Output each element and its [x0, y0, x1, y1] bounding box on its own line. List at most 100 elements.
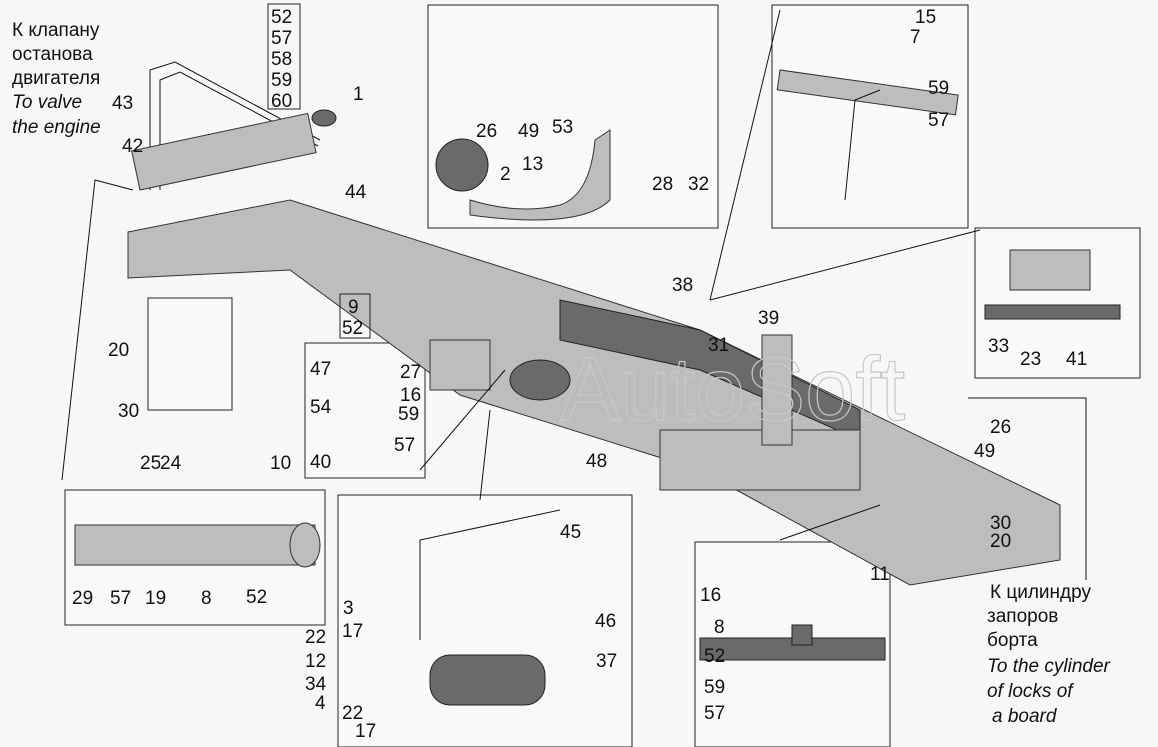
callout: 40 — [310, 452, 331, 473]
callout: 16 — [700, 585, 721, 606]
callout: 43 — [112, 93, 133, 114]
inset-cylinder-pipe — [984, 304, 1121, 320]
pipe-engine-valve-2 — [159, 71, 319, 190]
air-cylinder — [761, 334, 793, 446]
callout: 34 — [305, 674, 327, 695]
inset-clamp — [791, 624, 813, 646]
callout: 7 — [910, 27, 921, 48]
caption-line: К цилиндру — [990, 582, 1091, 603]
callout: 22 — [342, 703, 363, 724]
leader-mid-inset — [419, 369, 506, 471]
boxed-ref: 59 — [271, 70, 292, 91]
frame-right-bracket — [968, 397, 1087, 580]
callout: 8 — [201, 588, 212, 609]
callout: 33 — [988, 336, 1009, 357]
inset-pipe-body — [74, 524, 316, 566]
inset-valve-body — [429, 654, 546, 706]
inset-pipe-bend — [844, 89, 881, 201]
callout: 27 — [400, 362, 421, 383]
callout: 31 — [708, 335, 729, 356]
callout: 59 — [928, 78, 949, 99]
callout: 17 — [342, 621, 363, 642]
callout: 52 — [246, 587, 267, 608]
callout: 28 — [652, 174, 673, 195]
callout: 46 — [595, 611, 616, 632]
boxed-ref: 52 — [271, 7, 292, 28]
callout: 49 — [974, 441, 995, 462]
callout: 2 — [500, 164, 511, 185]
valve-knob — [311, 109, 337, 127]
callout: 8 — [714, 617, 725, 638]
inset-pipe-end — [289, 522, 321, 568]
callout: 38 — [672, 275, 693, 296]
inset-drum — [435, 138, 489, 192]
caption-line: To the cylinder — [987, 656, 1111, 677]
caption-line: a board — [992, 706, 1058, 727]
inset-hose-shape — [469, 129, 611, 221]
callout: 29 — [72, 588, 93, 609]
callouts: 1 43 42 44 26 49 53 2 13 28 32 15 7 59 5… — [72, 7, 1087, 742]
leader-valve-inset — [479, 409, 491, 501]
callout: 44 — [345, 182, 367, 203]
caption-line: of locks of — [987, 681, 1074, 702]
pipe-engine-valve — [149, 61, 321, 190]
callout: 11 — [870, 564, 890, 585]
callout: 47 — [310, 359, 331, 380]
callout: 57 — [928, 110, 949, 131]
callout: 20 — [990, 531, 1011, 552]
cross-member-rear — [659, 429, 861, 491]
callout: 53 — [552, 117, 573, 138]
inset-valve-pipe — [419, 509, 561, 640]
brake-valve-main — [509, 359, 571, 401]
callout: 26 — [476, 121, 497, 142]
inset-brake-valve — [427, 4, 719, 229]
callout: 30 — [990, 513, 1011, 534]
caption-line: останова — [12, 44, 93, 65]
watermark: AutoSoft — [560, 340, 905, 440]
callout: 57 — [704, 703, 725, 724]
callout: 17 — [355, 721, 376, 742]
callout: 3 — [343, 598, 354, 619]
callout: 48 — [586, 451, 607, 472]
callout: 57 — [110, 588, 131, 609]
boxed-ref: 9 — [348, 297, 359, 318]
callout: 20 — [108, 340, 129, 361]
boxed-ref: 52 — [342, 318, 363, 339]
callout: 15 — [915, 7, 936, 28]
caption-engine-valve: К клапану останова двигателя To valve th… — [12, 20, 101, 138]
callout: 37 — [596, 651, 617, 672]
caption-line: К клапану — [12, 20, 100, 41]
callout: 59 — [398, 404, 419, 425]
boxed-ref: 57 — [271, 28, 292, 49]
callout: 10 — [270, 453, 291, 474]
boxed-ref: 60 — [271, 91, 292, 112]
callout: 32 — [688, 174, 709, 195]
boxed-reference-list: 52 57 58 59 60 9 52 — [267, 3, 371, 339]
caption-board-cylinder: К цилиндру запоров борта To the cylinder… — [987, 582, 1111, 727]
callout: 57 — [394, 435, 415, 456]
caption-line: the engine — [12, 117, 101, 138]
callout: 16 — [400, 385, 421, 406]
caption-line: борта — [987, 630, 1038, 651]
caption-line: запоров — [987, 606, 1058, 627]
callout: 41 — [1066, 349, 1087, 370]
callout: 59 — [704, 677, 725, 698]
caption-line: двигателя — [12, 68, 100, 89]
inset-hose — [304, 342, 426, 479]
leader-engine-inset — [61, 179, 134, 481]
callout: 22 — [305, 627, 326, 648]
inset-pipe-clamp — [771, 4, 969, 229]
callout: 4 — [315, 693, 326, 714]
caption-line: To valve — [12, 92, 82, 113]
pipe-tube — [131, 112, 317, 191]
callout: 26 — [990, 417, 1011, 438]
callout: 23 — [1020, 349, 1041, 370]
callout: 13 — [522, 154, 543, 175]
leader-clamp-inset — [779, 504, 881, 541]
callout: 42 — [122, 136, 143, 157]
inset-cylinder-body — [1009, 249, 1091, 291]
callout: 39 — [758, 308, 779, 329]
callout: 19 — [145, 588, 166, 609]
